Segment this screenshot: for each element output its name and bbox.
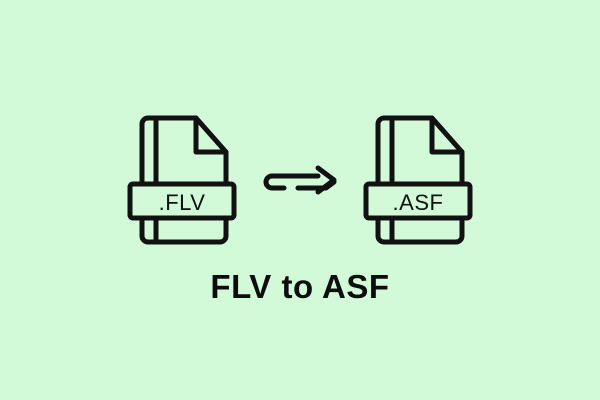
target-file-icon: .ASF (362, 114, 474, 246)
file-document-icon (363, 115, 473, 245)
arrow-right-icon (263, 165, 337, 195)
target-extension-label: .ASF (392, 190, 444, 215)
file-document-icon (127, 115, 237, 245)
source-extension-label: .FLV (158, 190, 206, 215)
source-file-icon: .FLV (126, 114, 238, 246)
page-title: FLV to ASF (210, 268, 390, 305)
